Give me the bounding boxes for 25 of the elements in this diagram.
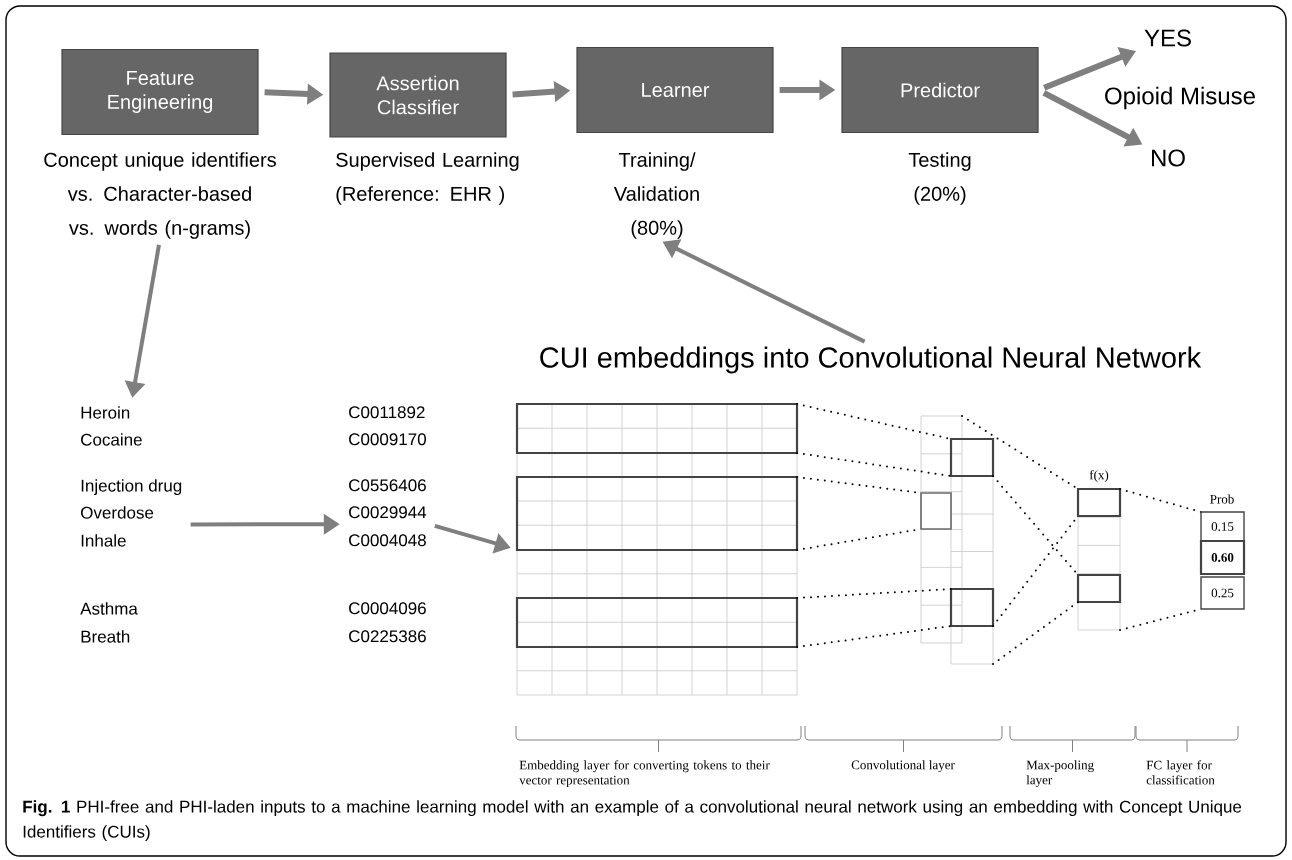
probability-cell: 0.60 <box>1199 539 1246 576</box>
process-box: Predictor <box>841 46 1039 134</box>
output-label: Prob <box>1210 494 1234 504</box>
step-description: Testing (20%) <box>908 152 971 205</box>
step-description: Training/ Validation (80%) <box>613 152 699 239</box>
process-box: Feature Engineering <box>61 48 259 136</box>
caption: Fig. 1 PHI-free and PHI-laden inputs to a machine learning model with an example of a convolutional neural network using an embedding with Concept Unique Identifiers (CUIs) <box>23 800 1242 842</box>
outcome-label: YES <box>1144 29 1191 47</box>
step-description: Supervised Learning (Reference: EHR ) <box>336 152 519 205</box>
outcome-label: NO <box>1152 149 1185 167</box>
layer-label: FC layer for classification <box>1146 760 1215 785</box>
function-label: f(x) <box>1089 470 1109 482</box>
process-box: Assertion Classifier <box>329 52 507 138</box>
layer-label: Convolutional layer <box>851 760 955 773</box>
heading: CUI embeddings into Convolutional Neural Network <box>540 346 1202 374</box>
probability-cell: 0.25 <box>1200 576 1245 610</box>
embedding-grid <box>515 402 799 696</box>
layer-label: Max-pooling layer <box>1026 760 1094 788</box>
step-description: Concept unique identifiers vs. Character-based vs. words (n-grams) <box>44 152 276 239</box>
cui-list: C0011892 C0009170 C0556406 C0029944 C0004048 C0004096 C0225386 <box>349 406 427 643</box>
layer-label: Embedding layer for converting tokens to their vector representation <box>519 760 770 788</box>
outcome-label: Opioid Misuse <box>1105 86 1255 110</box>
process-box: Learner <box>576 46 774 134</box>
probability-cell: 0.15 <box>1200 511 1245 542</box>
term-list: Heroin Cocaine Injection drug Overdose Inhale Asthma Breath <box>80 406 182 643</box>
